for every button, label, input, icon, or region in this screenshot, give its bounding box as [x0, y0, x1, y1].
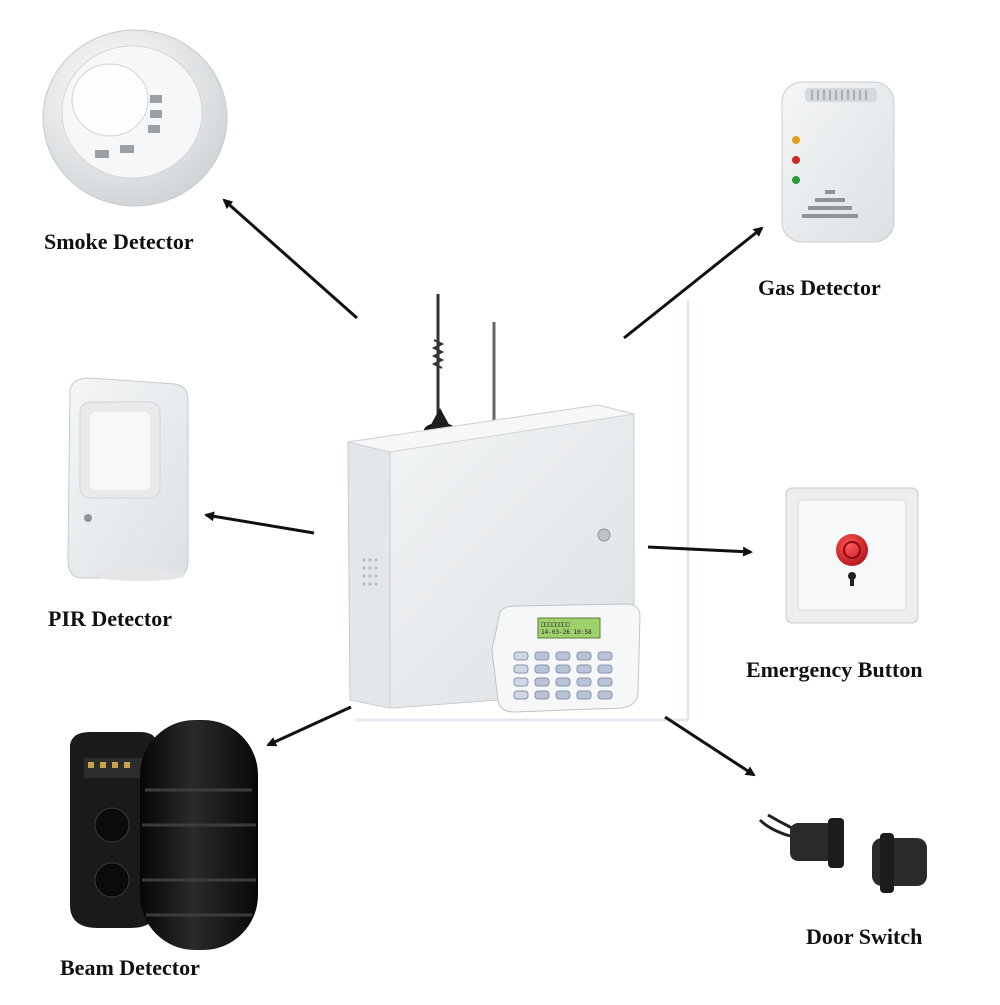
keypad-image: □□□□□□□□ 14-03-26 10:58 — [491, 603, 641, 713]
keypad-key — [555, 651, 571, 661]
arrows — [204, 198, 764, 777]
door-switch-label: Door Switch — [806, 924, 923, 949]
arrow-to-smoke-detector — [222, 198, 358, 320]
pir-detector-label: PIR Detector — [48, 606, 172, 631]
keypad-key — [534, 651, 550, 661]
beam-detector-image — [70, 720, 258, 950]
arrow-to-door-switch — [664, 715, 756, 777]
keypad-key — [513, 651, 529, 661]
keypad-key — [513, 677, 529, 687]
keypad-lcd-line2: 14-03-26 10:58 — [541, 629, 592, 636]
keypad-key — [534, 664, 550, 674]
keypad-key — [576, 677, 592, 687]
gas-detector-image — [781, 81, 895, 243]
arrow-to-emergency-button — [647, 545, 753, 557]
keypad-key — [555, 690, 571, 700]
keypad-lcd-line1: □□□□□□□□ — [541, 621, 570, 628]
keypad-key — [534, 677, 550, 687]
keypad-key — [513, 690, 529, 700]
smoke-detector-label: Smoke Detector — [44, 229, 194, 254]
keypad-key — [534, 690, 550, 700]
arrow-to-beam-detector — [266, 705, 352, 747]
keypad-key — [576, 664, 592, 674]
beam-detector-label: Beam Detector — [60, 955, 200, 980]
gas-detector-label: Gas Detector — [758, 275, 881, 300]
keypad-key — [576, 651, 592, 661]
keypad-key — [555, 677, 571, 687]
keypad-key — [597, 677, 613, 687]
keypad-key — [597, 690, 613, 700]
arrow-to-pir-detector — [204, 511, 315, 535]
emergency-button-image — [785, 487, 919, 624]
keypad-key — [597, 664, 613, 674]
keypad-lcd — [537, 617, 601, 639]
keypad-keys — [513, 651, 613, 700]
keypad-key — [555, 664, 571, 674]
smoke-detector-image — [42, 29, 228, 207]
background-lines — [355, 300, 690, 722]
pir-detector-image — [67, 377, 189, 581]
keypad-key — [513, 664, 529, 674]
keypad-key — [597, 651, 613, 661]
door-switch-image — [758, 813, 927, 893]
keypad-key — [576, 690, 592, 700]
arrow-to-gas-detector — [623, 226, 764, 340]
emergency-button-label: Emergency Button — [746, 657, 923, 682]
